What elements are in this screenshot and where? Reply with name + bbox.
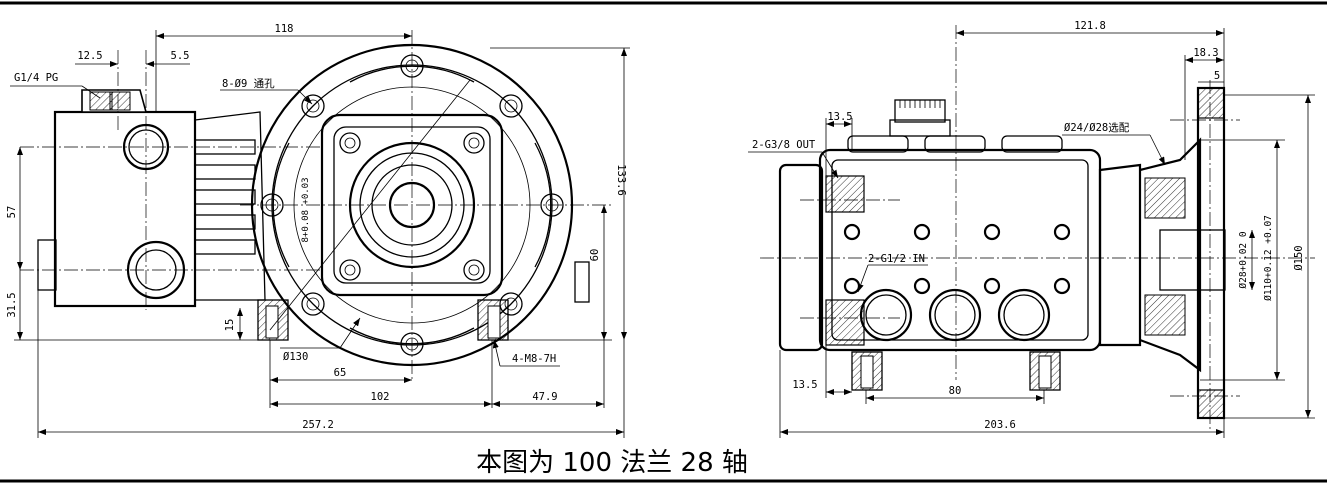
dim-5-5: 5.5: [171, 50, 190, 62]
dim-57: 57: [6, 206, 18, 219]
dim-shaft-28: Ø28+0.02 0: [1238, 231, 1249, 288]
cooling-fins: [194, 111, 266, 301]
reducer-housing: [1098, 163, 1142, 347]
dim-13-5-top: 13.5: [827, 111, 852, 123]
dim-80: 80: [949, 385, 962, 397]
dim-12-5: 12.5: [77, 50, 102, 62]
housing-screws: [339, 132, 485, 281]
dim-118: 118: [275, 23, 294, 35]
dim-257-2: 257.2: [302, 419, 334, 431]
dim-65: 65: [334, 367, 347, 379]
dim-13-5-bottom: 13.5: [792, 379, 817, 391]
outlet-port-section: [825, 175, 865, 213]
left-view: 118 12.5 5.5 G1/4 PG 8-Ø9 通孔 57 31.5 15 …: [6, 23, 630, 438]
top-caps: [847, 99, 1063, 153]
dim-102: 102: [371, 391, 390, 403]
pump-left-cap: [778, 163, 824, 352]
label-g1-4-pg: G1/4 PG: [14, 72, 58, 84]
label-shaft-options: Ø24/Ø28选配: [1064, 121, 1130, 134]
dim-pilot-110: Ø110+0.12 +0.07: [1263, 215, 1274, 301]
drawing-caption: 本图为 100 法兰 28 轴: [476, 448, 748, 478]
label-4-m8: 4-M8-7H: [512, 353, 556, 365]
right-view: 121.8 18.3 5 13.5 2-G3/8 OUT Ø24/Ø28选配 2…: [748, 20, 1315, 438]
dim-121-8: 121.8: [1074, 20, 1106, 32]
label-8-holes: 8-Ø9 通孔: [222, 77, 275, 90]
pg-port-hatch: [89, 91, 113, 111]
dim-18-3: 18.3: [1193, 47, 1218, 59]
flange-housing: [1139, 137, 1202, 373]
label-outlet: 2-G3/8 OUT: [752, 139, 816, 151]
inlet-port-section: [825, 299, 865, 346]
dim-203-6: 203.6: [984, 419, 1016, 431]
dim-5: 5: [1214, 70, 1220, 82]
pg-port-hatch-2: [109, 91, 131, 111]
dim-key-8: 8+0.08 +0.03: [301, 177, 311, 242]
side-plug-right: [574, 261, 590, 303]
shaft-section: [1159, 229, 1226, 291]
dim-60: 60: [589, 249, 601, 262]
dim-flange-150: Ø150: [1293, 245, 1305, 270]
dim-133-6: 133.6: [615, 164, 627, 196]
left-side-plug: [37, 239, 57, 291]
dim-15: 15: [224, 319, 236, 332]
label-inlet: 2-G1/2 IN: [868, 253, 925, 265]
dim-130: Ø130: [283, 351, 308, 363]
mounting-flange: [1196, 86, 1226, 420]
inlet-circles: [859, 288, 1051, 342]
dim-31-5: 31.5: [6, 292, 18, 317]
dim-47-9: 47.9: [532, 391, 557, 403]
